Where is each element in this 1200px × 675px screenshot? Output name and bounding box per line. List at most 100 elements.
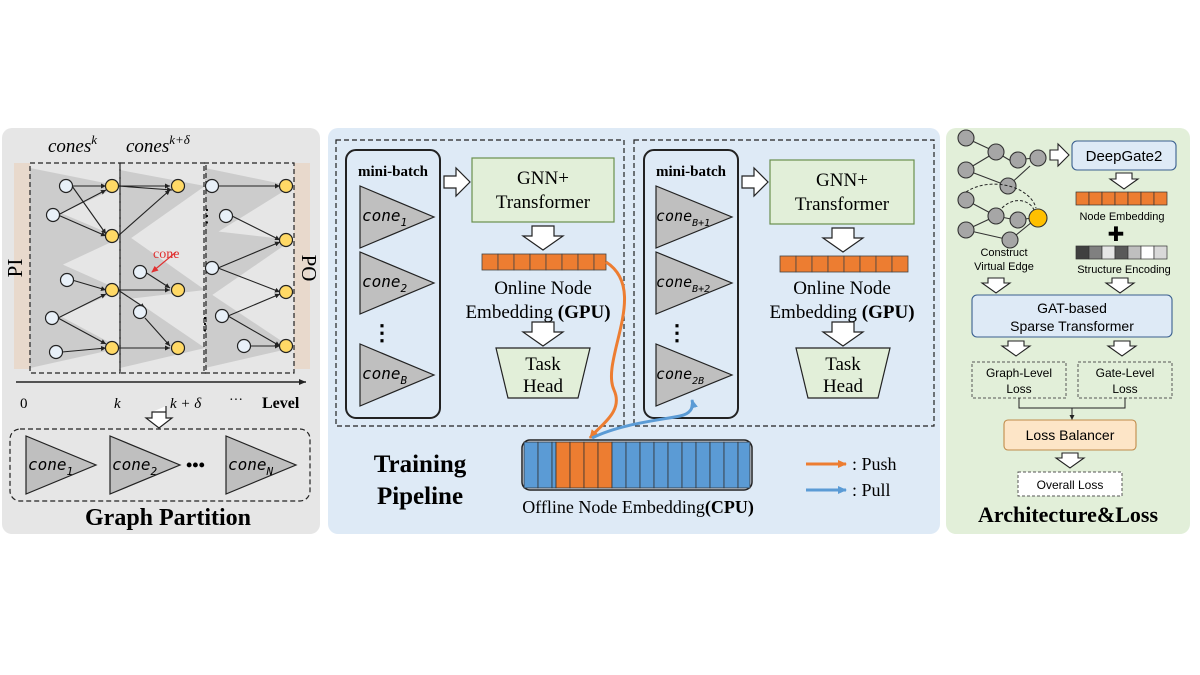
gnn-transformer-2-line1: GNN+ [816,170,868,191]
partition-cones-box [9,428,311,502]
offline-embedding-cells [523,441,751,489]
batch-1-right-arrow [443,166,471,198]
gnn-transformer-2-line2: Transformer [795,194,890,215]
partition-cone-n [225,435,298,495]
gnn-2-down-arrow [821,227,865,253]
graph-edges [57,183,281,353]
pull-curve [591,399,698,440]
batch-1-cone-c-label: coneB [362,364,408,387]
partition-cone-dots: ••• [186,455,205,475]
push-curve [588,260,626,439]
deepgate-box [1071,140,1177,171]
vdots-lower: ⋮ [196,314,214,334]
loss-balancer-box [1003,419,1137,451]
gat-left-down-arrow [1000,340,1032,357]
construct-line1: Construct [980,247,1027,259]
online-embedding-1-cells [481,253,607,271]
deepgate-label: DeepGate2 [1086,148,1163,165]
batch-2-cone-c-label: cone2B [656,365,704,387]
po-label: PO [297,255,321,282]
online-embedding-2-line2: Embedding (GPU) [769,302,914,323]
partition-cone-1-label: cone1 [28,455,73,478]
architecture-panel: DeepGate2 Node Embedding ✚ Structure Enc… [946,128,1190,534]
gnn-transformer-1-line1: GNN+ [517,168,569,189]
gnn-transformer-1-line2: Transformer [496,192,591,213]
graph-nodes [44,178,294,360]
arch-node-embedding-cells [1075,191,1168,206]
axis-tick-k: k [114,396,121,412]
online-embedding-2-line1: Online Node [793,278,891,299]
task-head-2-line1: Task [825,354,861,375]
online-embedding-2-cells [779,255,909,273]
axis-tick-dots: ··· [229,393,243,408]
arch-graph-top [957,129,1047,195]
task-head-2-line2: Head [823,376,864,397]
batch-1-box [335,139,625,427]
construct-line2: Virtual Edge [974,261,1034,273]
partition-cone-n-label: coneN [228,455,274,478]
batch-1-cone-b [359,251,436,315]
batch-2-cone-a-label: coneB+1 [656,207,710,229]
batch-2-cone-a [655,185,734,249]
arch-right-arrow [1049,142,1070,168]
batch-2-right-arrow [741,166,769,198]
batch-1-cone-a-label: cone1 [362,206,407,229]
batch-2-vdots: ⋮ [666,320,688,345]
partition-cone-1 [25,435,98,495]
arch-node-embedding-label: Node Embedding [1079,211,1164,223]
gnn-transformer-2-box [769,159,915,225]
gnn-1-down-arrow [521,225,565,251]
construct-down-arrow [980,277,1012,294]
encoding-down-arrow [1104,277,1136,294]
gat-line2: Sparse Transformer [1010,318,1134,334]
cones-k-box [29,162,121,374]
virtual-edge-2 [1001,200,1035,211]
task-head-1-line2: Head [523,376,564,397]
axis-tick-0: 0 [20,396,28,412]
partition-cone-2 [109,435,182,495]
gate-loss-line2: Loss [1112,382,1137,396]
mini-batch-2-box [643,149,739,419]
pi-strip [14,163,30,369]
batch-2-cone-b [655,251,734,315]
overall-loss-label: Overall Loss [1037,478,1104,492]
cone-annotation: cone [153,247,179,262]
cones-kd-label: conesk+δ [126,132,191,157]
cones-last-box [203,162,295,374]
gat-sparse-transformer-box [971,294,1173,338]
arch-graph-virtual [957,191,1048,249]
architecture-title: Architecture&Loss [978,502,1158,527]
training-pipeline-panel: mini-batch cone1 cone2 coneB ⋮ GNN+ Tran… [328,128,940,534]
mini-batch-1-label: mini-batch [358,164,429,180]
online-1-down-arrow [521,321,565,347]
balancer-down-arrow [1054,452,1086,469]
po-strip [294,163,310,369]
task-head-1-line1: Task [525,354,561,375]
axis-tick-kd: k + δ [170,396,202,412]
structure-encoding-label: Structure Encoding [1077,264,1171,276]
mini-batch-1-box [345,149,441,419]
batch-1-vdots: ⋮ [371,320,393,345]
pi-label: PI [3,259,27,278]
loss-balancer-label: Loss Balancer [1026,427,1115,443]
task-head-2-shape [795,347,891,399]
legend-pull-label: : Pull [852,480,891,500]
graph-partition-title: Graph Partition [85,505,251,531]
axis-label-level: Level [262,395,300,412]
deepgate-down-arrow [1108,172,1140,190]
cone-pointer [151,251,177,273]
training-pipeline-title-line2: Pipeline [377,483,463,510]
mini-batch-2-label: mini-batch [656,164,727,180]
training-pipeline-title-line1: Training [374,451,467,478]
partition-cone-2-label: cone2 [112,455,158,478]
gat-right-down-arrow [1106,340,1138,357]
offline-embedding-frame [521,439,753,491]
online-2-down-arrow [821,321,865,347]
cones-k-label: conesk [48,132,97,157]
partition-down-arrow [144,406,174,429]
online-embedding-1-line2: Embedding (GPU) [465,302,610,323]
task-head-1-shape [495,347,591,399]
overall-loss-box [1017,471,1123,497]
gate-loss-line1: Gate-Level [1096,366,1155,380]
gnn-transformer-1-box [471,157,615,223]
